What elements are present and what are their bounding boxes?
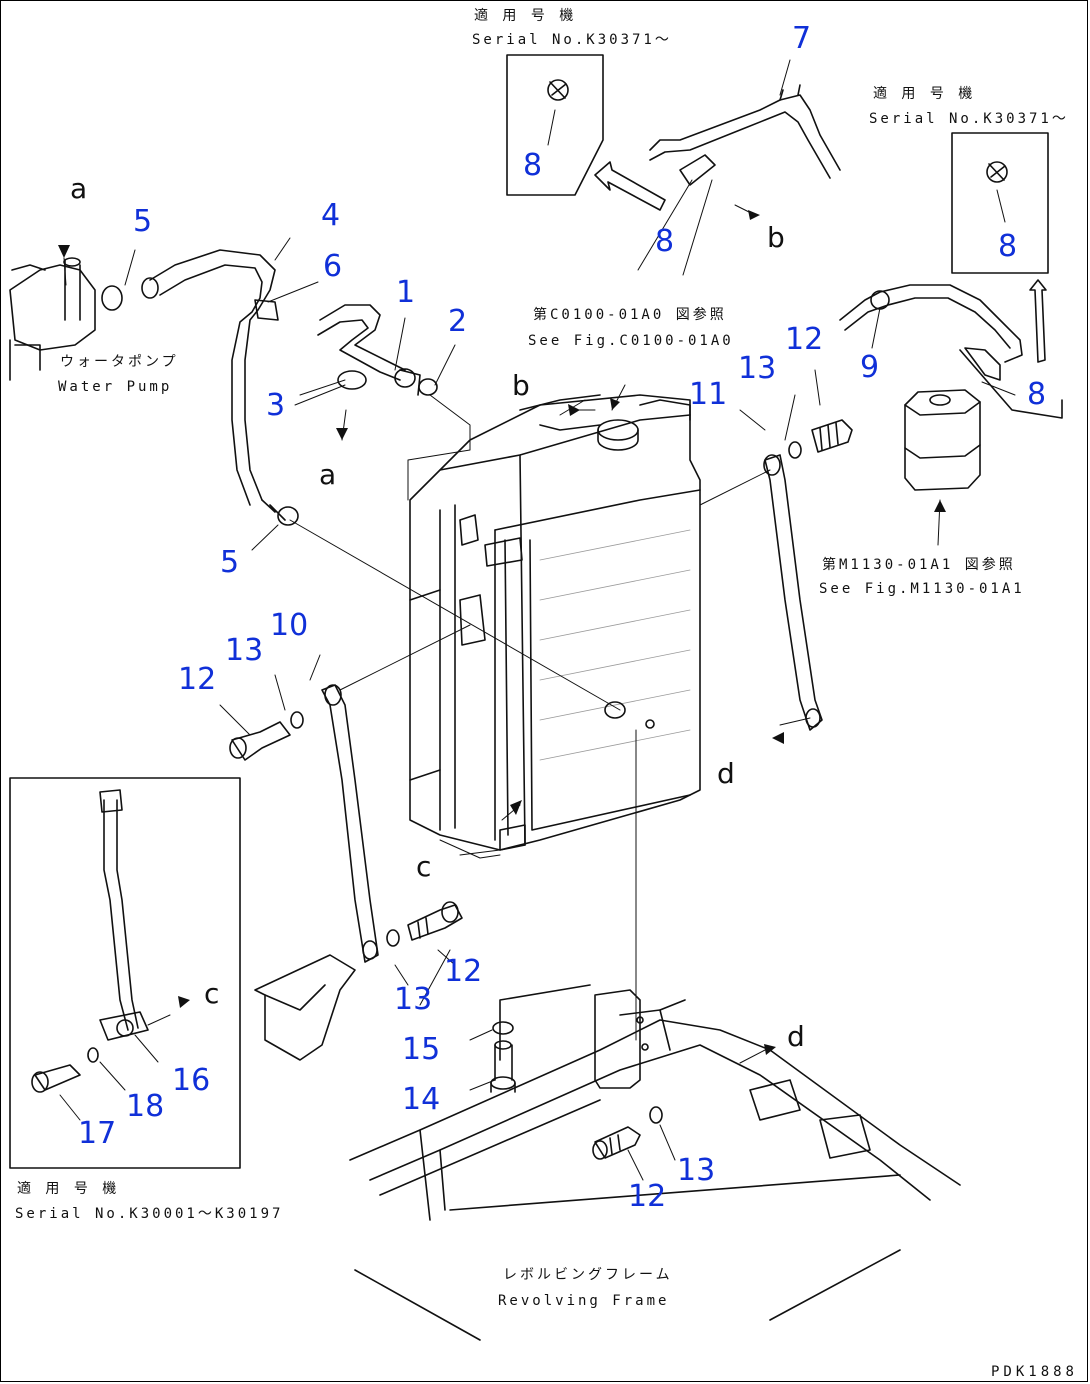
arrow-to-inset: [594, 161, 666, 211]
pin-14: [490, 1040, 516, 1093]
washer-13-bottom: [649, 1106, 663, 1124]
callout-15: 15: [402, 1032, 441, 1067]
ref-letter-a-pump: a: [70, 172, 88, 205]
radiator: [409, 394, 701, 851]
callout-12-bottom: 12: [628, 1179, 667, 1214]
ref-letter-c-inset: c: [204, 977, 220, 1010]
fig-ref-c0100: See Fig.C0100-01A0: [528, 333, 734, 349]
serial-note-inset-jp: 適 用 号 機: [17, 1181, 120, 1197]
callout-8-inset-top: 8: [523, 148, 543, 183]
callout-7: 7: [792, 21, 812, 56]
serial-note-right-jp: 適 用 号 機: [873, 86, 976, 102]
revolving-frame: [349, 984, 961, 1221]
bolt-12-left: [229, 721, 291, 761]
callout-11: 11: [689, 377, 728, 412]
callout-13-middle: 13: [394, 982, 433, 1017]
inset-right: [951, 132, 1049, 274]
clip-8-inset-right: [986, 161, 1008, 183]
drain-pipe-16: [99, 789, 149, 1041]
clip-8-inset-top: [547, 79, 569, 101]
clamp-5-lower: [277, 506, 299, 526]
frame-label-jp: レボルビングフレーム: [503, 1267, 673, 1283]
frame-outline-lower: [354, 1249, 901, 1341]
callout-14: 14: [402, 1082, 441, 1117]
ref-letter-d-frame: d: [787, 1020, 805, 1053]
reserve-tank: [904, 347, 1001, 491]
drawing-code: PDK1888: [990, 1364, 1078, 1380]
bracket-8-tank: [959, 349, 1063, 419]
stay-10: [321, 684, 379, 963]
callout-6: 6: [323, 249, 343, 284]
ref-letter-d-stay: d: [717, 757, 735, 790]
fig-ref-c0100-jp: 第C0100-01A0 図参照: [533, 307, 727, 323]
callout-16: 16: [172, 1063, 211, 1098]
leader-lines: [147, 204, 811, 1064]
bolt-17: [31, 1064, 81, 1093]
bolt-12-middle: [407, 901, 463, 941]
callout-13-bottom: 13: [677, 1153, 716, 1188]
callout-12-middle: 12: [444, 954, 483, 989]
ref-letter-a-hose: a: [319, 458, 337, 491]
ref-letter-c-radiator: c: [416, 850, 432, 883]
clip-8-tube: [679, 154, 716, 186]
callout-8-tube: 8: [655, 224, 675, 259]
serial-note-inset: Serial No.K30001〜K30197: [15, 1206, 284, 1222]
callout-8-inset-right: 8: [998, 229, 1018, 264]
callout-18: 18: [126, 1089, 165, 1124]
reference-arrow-shafts: [63, 257, 941, 821]
callout-5-lower: 5: [220, 545, 240, 580]
callout-12-upper-right: 12: [785, 322, 824, 357]
clamp-3: [337, 370, 367, 390]
callout-9: 9: [860, 350, 880, 385]
tube-7: [649, 84, 841, 179]
serial-note-top-jp: 適 用 号 機: [474, 8, 577, 24]
callout-13-upper-right: 13: [738, 351, 777, 386]
callout-10: 10: [270, 608, 309, 643]
washer-13-middle: [386, 929, 400, 947]
water-pump: [9, 257, 96, 381]
stay-11: [763, 454, 823, 731]
fig-ref-m1130-jp: 第M1130-01A1 図参照: [822, 557, 1016, 573]
arrow-up-right: [1029, 279, 1047, 363]
callout-1: 1: [396, 275, 416, 310]
callout-3: 3: [266, 388, 286, 423]
callout-2: 2: [448, 304, 468, 339]
fig-ref-m1130: See Fig.M1130-01A1: [819, 581, 1025, 597]
bolt-12-upper-right: [811, 419, 853, 453]
frame-label: Revolving Frame: [498, 1293, 670, 1309]
ref-letter-b-tube: b: [767, 221, 785, 254]
callout-8-tank: 8: [1027, 377, 1047, 412]
ref-letter-b-cap: b: [512, 369, 530, 402]
clamp-2: [418, 378, 438, 396]
washer-13-left: [290, 711, 304, 729]
washer-18: [87, 1047, 99, 1063]
reference-arrowheads: [58, 210, 946, 1055]
callout-pointers: [59, 59, 1016, 1181]
washer-13-upper-right: [788, 441, 802, 459]
callout-17: 17: [78, 1116, 117, 1151]
callout-4: 4: [321, 198, 341, 233]
clamp-5-upper: [101, 285, 123, 311]
callout-13-left: 13: [225, 633, 264, 668]
washer-15: [492, 1021, 514, 1035]
callout-12-left: 12: [178, 662, 217, 697]
serial-note-right: Serial No.K30371〜: [869, 111, 1069, 127]
inset-top: [506, 54, 604, 196]
inset-bottom-left: [9, 777, 241, 1169]
water-pump-label-jp: ウォータポンプ: [60, 354, 179, 370]
serial-note-top: Serial No.K30371〜: [472, 32, 672, 48]
callout-5-upper: 5: [133, 204, 153, 239]
guard-box-edge: [264, 984, 326, 1011]
bolt-12-bottom: [592, 1126, 641, 1160]
guard-box: [254, 954, 356, 1061]
water-pump-label: Water Pump: [58, 379, 173, 395]
